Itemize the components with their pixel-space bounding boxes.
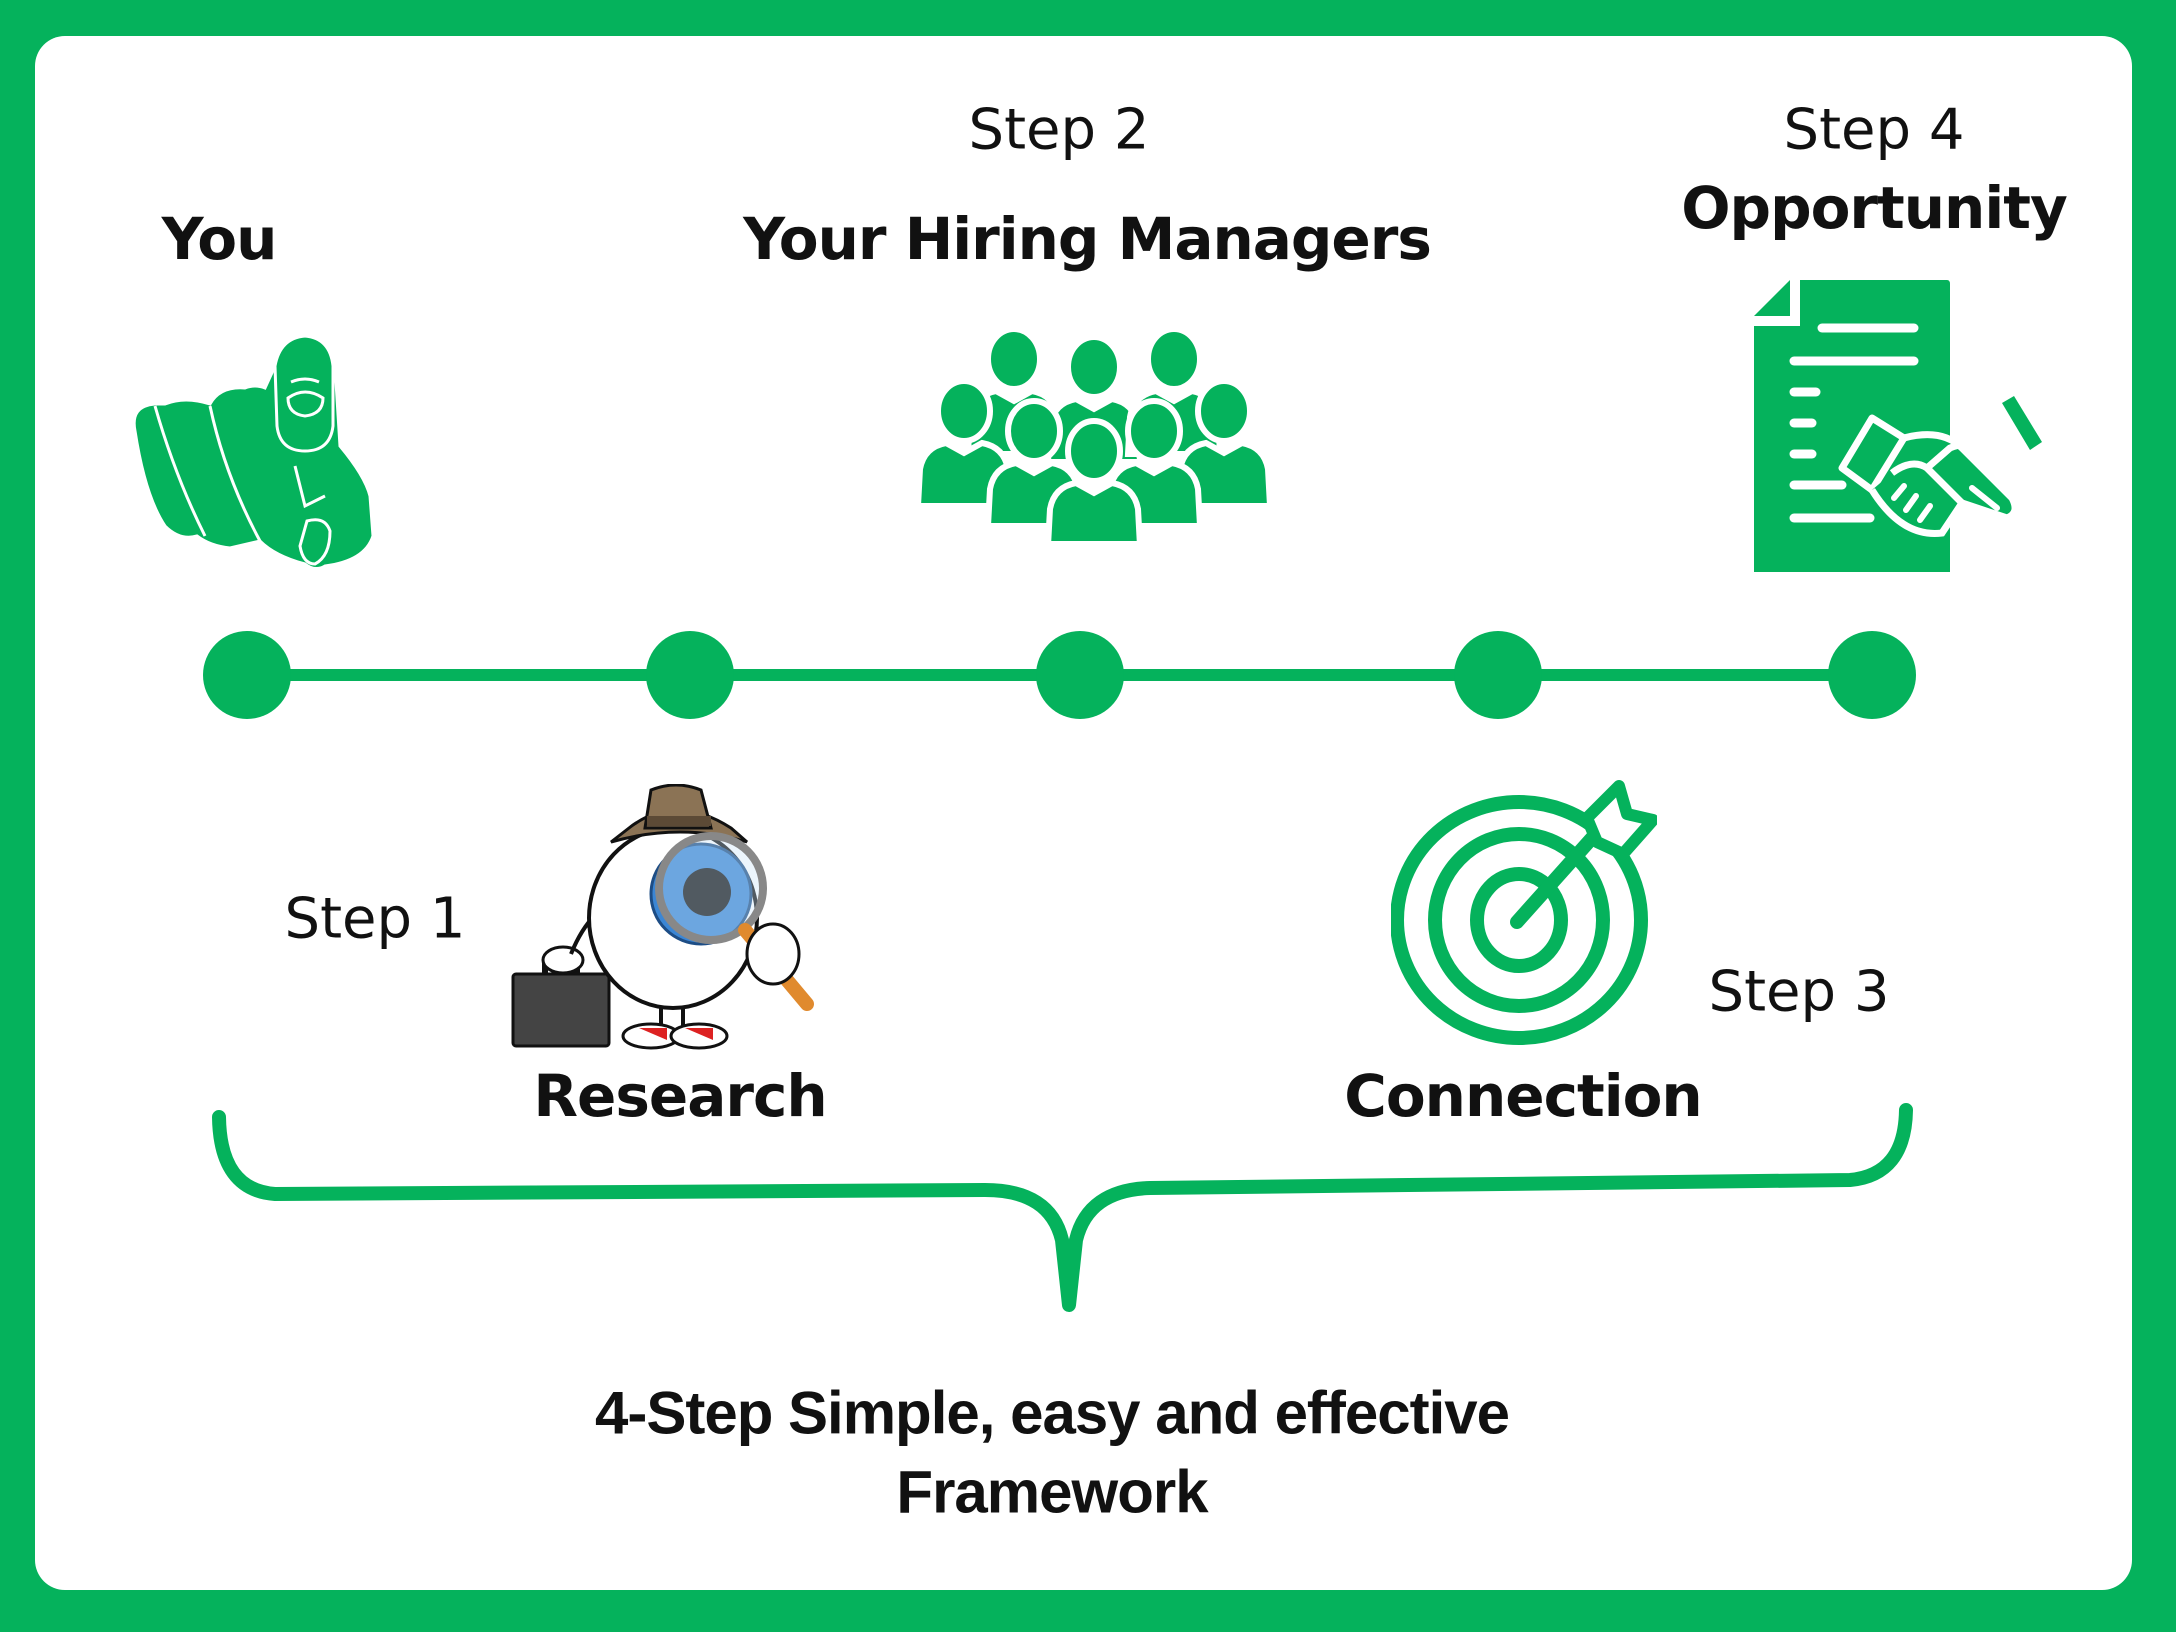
hiring-managers-title: Your Hiring Managers xyxy=(743,205,1432,273)
connection-title: Connection xyxy=(1344,1062,1702,1130)
footer-line2: Framework xyxy=(896,1458,1208,1526)
detective-eyeball-icon xyxy=(511,784,814,1050)
step3-label: Step 3 xyxy=(1708,959,1890,1025)
pointing-hand-icon xyxy=(132,332,375,571)
step4-label: Step 4 xyxy=(1783,97,1965,163)
you-title: You xyxy=(161,205,278,273)
research-title: Research xyxy=(533,1062,827,1130)
contract-handshake-icon xyxy=(1752,278,2042,572)
step1-label: Step 1 xyxy=(284,886,466,952)
target-arrow-icon xyxy=(1391,780,1657,1045)
group-of-people-icon xyxy=(916,323,1272,541)
step2-label: Step 2 xyxy=(968,97,1150,163)
footer-line1: 4-Step Simple, easy and effective xyxy=(594,1379,1510,1447)
opportunity-title: Opportunity xyxy=(1681,174,2068,242)
